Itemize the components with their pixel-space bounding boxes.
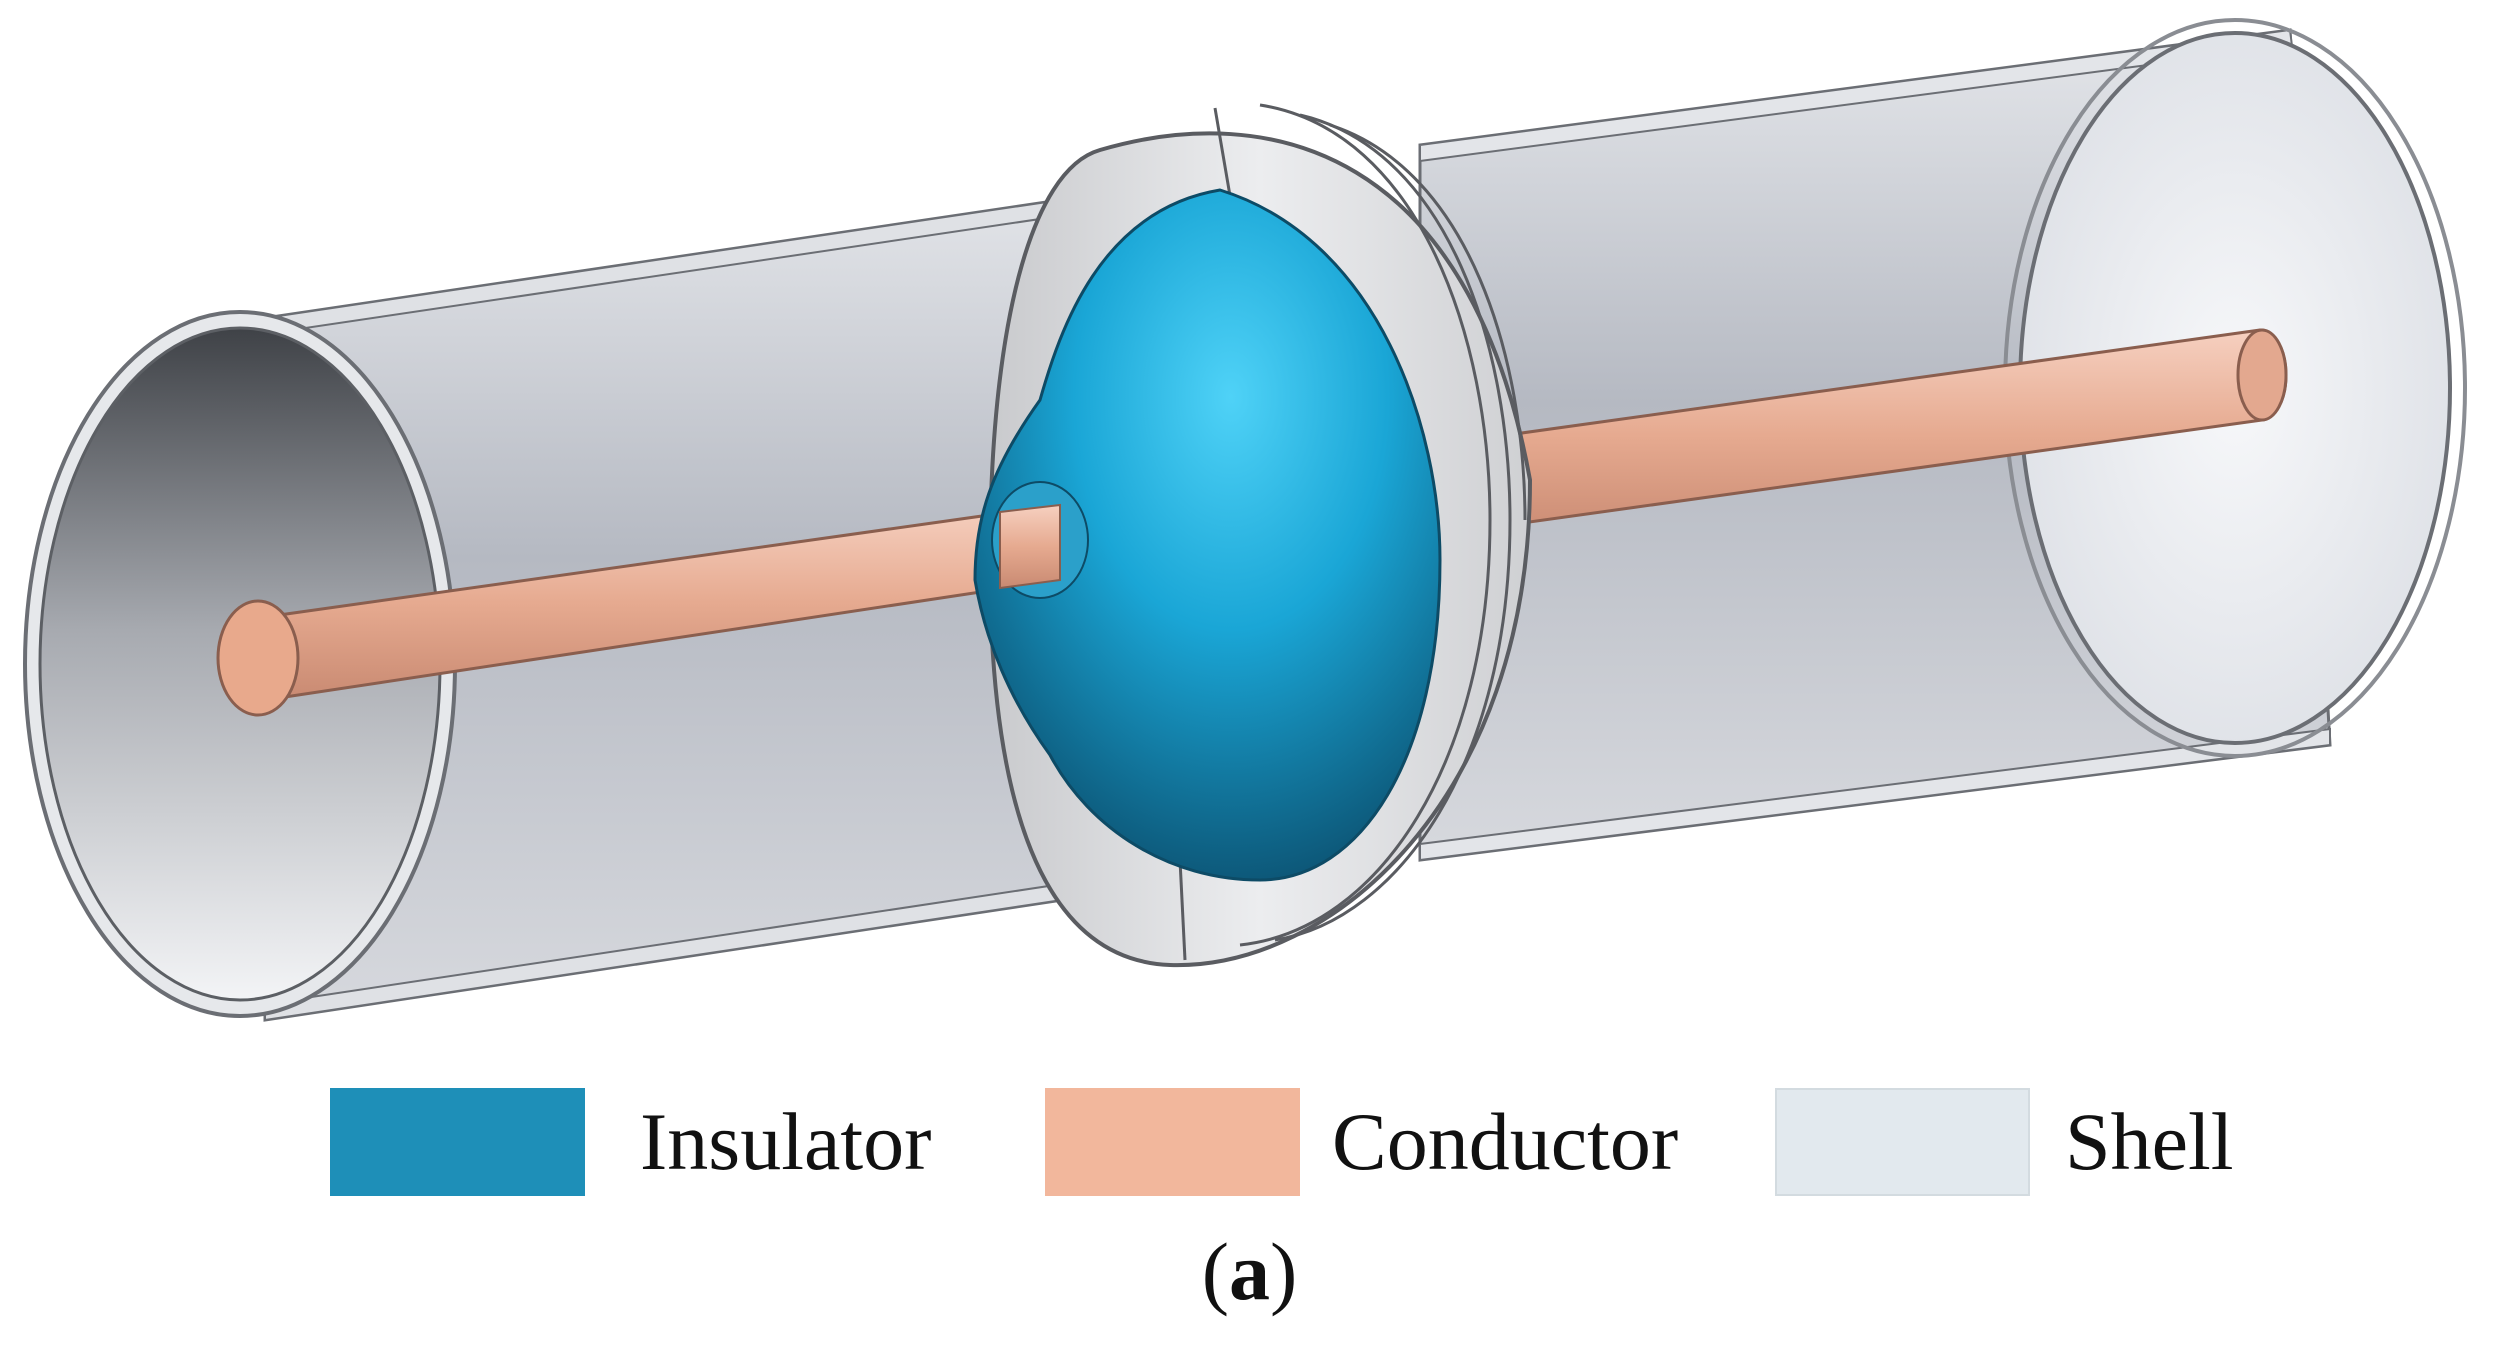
conductor-right-end bbox=[2236, 328, 2288, 422]
insulator-basin bbox=[973, 188, 1442, 882]
flange-groove-2 bbox=[1274, 113, 1512, 942]
caption-open-paren: ( bbox=[1201, 1226, 1229, 1317]
gis-cross-section-model bbox=[23, 18, 2467, 1022]
legend: Insulator Conductor Shell bbox=[0, 1088, 2499, 1198]
conductor-stub bbox=[999, 503, 1061, 590]
figure-caption: (a) bbox=[0, 1222, 2499, 1322]
legend-label-insulator: Insulator bbox=[640, 1096, 932, 1187]
caption-letter: a bbox=[1229, 1226, 1270, 1317]
flange-groove-3 bbox=[1329, 123, 1527, 521]
conductor-left-end bbox=[216, 599, 300, 717]
flange-seam-bottom bbox=[1178, 859, 1187, 961]
legend-swatch-conductor bbox=[1045, 1088, 1300, 1196]
legend-label-conductor: Conductor bbox=[1332, 1096, 1679, 1187]
right-shell-bottom-edge bbox=[1419, 727, 2331, 862]
flange-groove-1 bbox=[1239, 103, 1492, 947]
legend-swatch-shell bbox=[1775, 1088, 2030, 1196]
legend-swatch-insulator bbox=[330, 1088, 585, 1196]
legend-label-shell: Shell bbox=[2065, 1096, 2234, 1187]
caption-close-paren: ) bbox=[1270, 1226, 1298, 1317]
